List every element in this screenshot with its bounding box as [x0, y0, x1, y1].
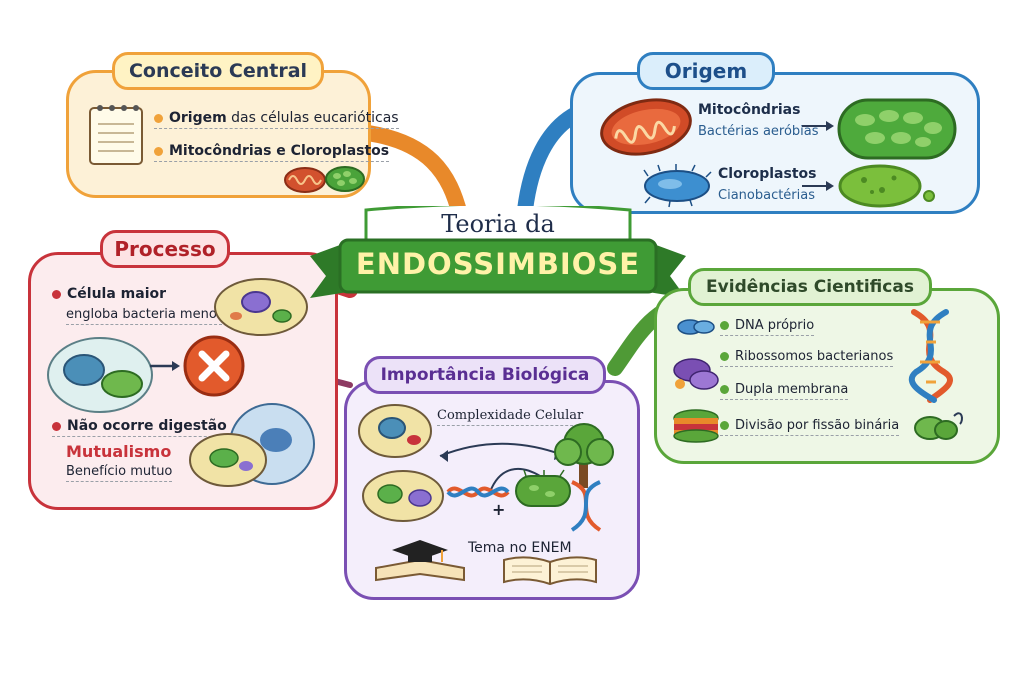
arrow-right-icon — [150, 361, 180, 371]
plus-sign: + — [492, 500, 506, 519]
binary-fission-icon — [914, 412, 963, 440]
mitochondria-icon — [600, 98, 692, 156]
origem-mito-sub: Bactérias aeróbias — [698, 124, 819, 139]
processo-item1-sub: engloba bacteria menor — [66, 307, 223, 325]
tree-icon — [554, 423, 614, 488]
open-book-icon — [503, 556, 597, 586]
origem-title: Origem — [637, 52, 775, 90]
central-title-line1: Teoria da — [441, 210, 555, 238]
bullet-dot — [720, 385, 729, 394]
ribosome-icon — [673, 358, 719, 390]
conceito-item-origem: Origem das células eucarióticas — [154, 110, 399, 129]
origem-cloro-sub: Cianobactérias — [718, 188, 816, 203]
processo-title: Processo — [100, 230, 230, 268]
bacterium-icon — [515, 469, 571, 507]
dna-strand-icon — [446, 486, 510, 498]
conceito-central-title: Conceito Central — [112, 52, 324, 90]
importancia-enem: Tema no ENEM — [468, 540, 572, 556]
conceito-item-mito-cloro: Mitocôndrias e Cloroplastos — [154, 143, 390, 162]
dna-helix-icon — [908, 309, 953, 403]
origem-mito-title: Mitocôndrias — [698, 102, 801, 118]
arrow-right-icon — [802, 181, 834, 191]
bullet-dot — [720, 352, 729, 361]
bullet-dot — [52, 421, 61, 431]
arrow-right-icon — [802, 121, 834, 131]
eukaryotic-cell-icon — [214, 278, 308, 336]
processo-mutualismo-sub: Benefício mutuo — [66, 464, 173, 482]
mitochondria-chloroplast-icon — [284, 166, 365, 193]
evidencias-title: Evidências Cientificas — [688, 268, 932, 306]
evidencia-item-4: Divisão por fissão binária — [720, 418, 900, 436]
no-digestion-x-icon — [183, 335, 245, 397]
importancia-title: Importância Biológica — [364, 356, 606, 394]
bullet-dot — [52, 289, 61, 299]
notepad-icon — [89, 105, 143, 165]
evidencia-item-1: DNA próprio — [720, 318, 815, 336]
bullet-dot — [154, 113, 163, 123]
host-cell-engulfing-icon — [47, 337, 153, 413]
cell-with-organelles-icon — [362, 470, 444, 522]
processo-mutualismo: Mutualismo — [66, 442, 172, 461]
cyanobacteria-icon — [643, 164, 712, 208]
graduation-books-icon — [375, 540, 465, 582]
double-membrane-icon — [673, 409, 719, 443]
eukaryotic-cell-icon — [358, 404, 432, 458]
bullet-dot — [720, 321, 729, 330]
processo-item1-title: Célula maior — [52, 286, 166, 302]
dna-plasmid-icon — [677, 319, 715, 335]
symbiotic-cells-icon — [189, 403, 315, 487]
evidencia-item-2: Ribossomos bacterianos — [720, 349, 894, 367]
chloroplast-icon — [838, 164, 935, 208]
central-banner — [310, 206, 686, 298]
bullet-dot — [154, 146, 163, 156]
evidencia-item-3: Dupla membrana — [720, 382, 849, 400]
aerobic-bacteria-icon — [837, 98, 957, 160]
dna-helix-icon — [570, 480, 602, 532]
bullet-dot — [720, 421, 729, 430]
central-title-line2: ENDOSSIMBIOSE — [355, 247, 641, 281]
processo-item2: Não ocorre digestão — [52, 418, 227, 437]
importancia-complexidade: Complexidade Celular — [437, 408, 584, 426]
origem-cloro-title: Cloroplastos — [718, 166, 817, 182]
